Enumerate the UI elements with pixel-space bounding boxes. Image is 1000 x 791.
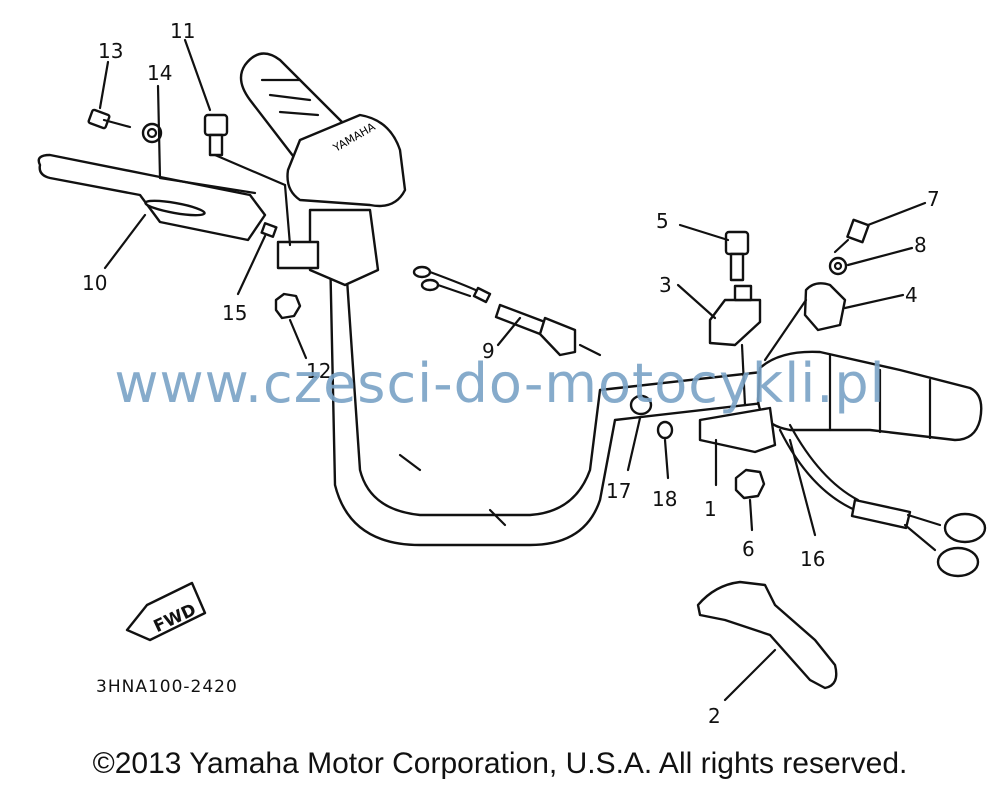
leader-lines <box>98 38 927 702</box>
clutch-lever <box>696 580 838 690</box>
callout-3: 3 <box>659 273 672 297</box>
lever-nut <box>141 122 163 144</box>
callout-9: 9 <box>482 339 495 363</box>
master-cylinder: YAMAHA <box>276 113 407 287</box>
callout-10: 10 <box>82 271 107 295</box>
callout-8: 8 <box>914 233 927 257</box>
callout-11: 11 <box>170 19 195 43</box>
lever-bolt <box>87 108 132 130</box>
bracket-washer <box>828 256 848 276</box>
collar-ring <box>656 420 674 440</box>
throttle-collar <box>629 394 653 416</box>
callout-7: 7 <box>927 187 940 211</box>
drawing-code: 3HNA100-2420 <box>96 677 238 697</box>
right-switch-grip <box>698 350 983 454</box>
clutch-bracket <box>803 282 847 332</box>
callout-16: 16 <box>800 547 825 571</box>
callout-17: 17 <box>606 479 631 503</box>
callout-5: 5 <box>656 209 669 233</box>
brake-switch <box>412 265 602 357</box>
brake-lever <box>37 153 267 242</box>
holder-nut-lower <box>734 468 766 500</box>
switch-harness <box>778 423 987 578</box>
clutch-holder <box>708 284 762 347</box>
callout-4: 4 <box>905 283 918 307</box>
copyright-notice: ©2013 Yamaha Motor Corporation, U.S.A. A… <box>92 747 908 780</box>
callout-15: 15 <box>222 301 247 325</box>
fwd-arrow: FWD <box>125 581 207 642</box>
callout-1: 1 <box>704 497 717 521</box>
holder-nut <box>274 292 302 320</box>
clutch-holder-bolt <box>724 230 750 282</box>
callout-6: 6 <box>742 537 755 561</box>
holder-bolt <box>203 113 229 157</box>
callout-labels: 13 14 11 10 15 12 9 5 3 7 8 4 17 18 1 6 … <box>82 19 940 728</box>
watermark: www.czesci-do-motocykli.pl <box>114 352 886 415</box>
callout-18: 18 <box>652 487 677 511</box>
callout-2: 2 <box>708 704 721 728</box>
callout-14: 14 <box>147 61 172 85</box>
adjuster-screw <box>260 222 278 238</box>
callout-12: 12 <box>306 359 331 383</box>
bracket-screw <box>833 218 870 254</box>
callout-13: 13 <box>98 39 123 63</box>
